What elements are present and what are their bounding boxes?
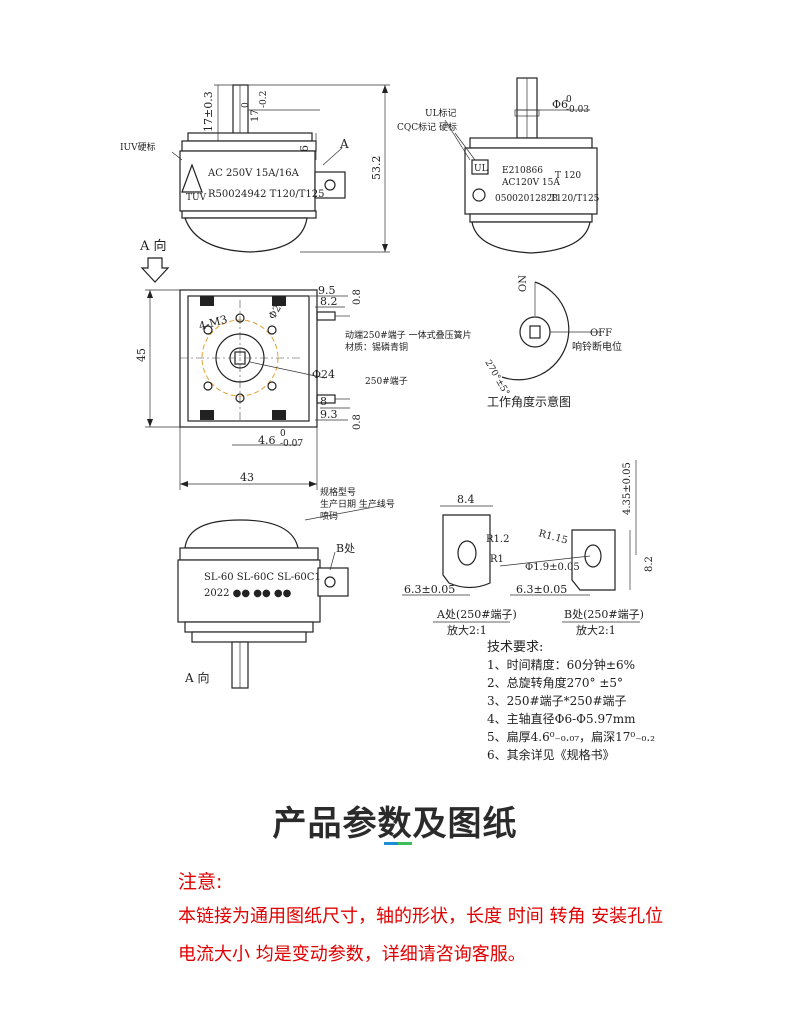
section-title: 产品参数及图纸 [272, 804, 518, 844]
dim-8-2: 8.2 [320, 295, 338, 308]
dim-4-6-sub: -0.07 [280, 439, 303, 449]
dim-53-2: 53.2 [370, 156, 383, 181]
dim-9-3: 9.3 [320, 408, 338, 421]
a-view-label: A 向 [139, 238, 167, 254]
ac120-text: AC120V 15A [501, 178, 560, 188]
temp-text: T120/T125 [550, 194, 600, 204]
dim-phi6-sub: -0.03 [566, 105, 589, 115]
title-accent-bar [384, 842, 412, 845]
label-a: A [339, 137, 349, 151]
cqc-label: CQC标记 硬标 [397, 121, 457, 133]
tech-item: 6、其余详见《规格书》 [487, 747, 615, 762]
dim-17-sup: 0 [241, 102, 251, 108]
angle-caption: 工作角度示意图 [487, 394, 571, 409]
detail-a: 8.4 R1.2 R1 6.3±0.05 A处(250#端子) 放大2:1 [402, 493, 517, 637]
dim-45: 45 [135, 348, 148, 362]
note-terminal2: 250#端子 [365, 375, 408, 387]
a-view-bottom: A 向 [184, 670, 209, 685]
detail-a-caption: A处(250#端子) [436, 608, 517, 621]
detail-a-scale: 放大2:1 [447, 623, 487, 637]
note-terminal1: 动端250#端子 一体式叠压簧片 [345, 329, 472, 341]
technical-drawing: TÜV AC 250V 15A/16A R50024942 T120/T125 … [120, 77, 655, 762]
dim-8-2b: 8.2 [644, 556, 655, 572]
iuv-label: IUV硬标 [120, 141, 156, 153]
year-text: 2022 ●● ●● ●● [204, 588, 292, 599]
angle-diagram: ON OFF 响铃断电位 270°±5° 工作角度示意图 [482, 275, 622, 409]
ul-label: UL标记 [425, 107, 457, 119]
bottom-view: SL-60 SL-60C SL-60C1 2022 ●● ●● ●● 规格型号 … [177, 486, 395, 689]
rating-text: AC 250V 15A/16A [207, 168, 300, 179]
detail-b: R1.15 Φ1.9±0.05 4.35±0.05 8.2 6.3±0.05 B… [499, 460, 655, 637]
detail-b-caption: B处(250#端子) [564, 608, 644, 621]
dim-phi6-sup: 0 [566, 95, 572, 105]
models-text: SL-60 SL-60C SL-60C1 [204, 572, 321, 583]
e-code: E210866 [502, 166, 543, 176]
spec1: 规格型号 [320, 486, 356, 498]
angle-on: ON [518, 275, 529, 292]
accent-left [384, 842, 398, 845]
angle-off: OFF [590, 328, 612, 339]
note-body: 本链接为通用图纸尺寸，轴的形状，长度 时间 转角 安装孔位 电流大小 均是变动参… [178, 906, 664, 965]
note-heading: 注意: [178, 871, 223, 893]
dim-9-5: 9.5 [318, 284, 336, 297]
front-view: TÜV AC 250V 15A/16A R50024942 T120/T125 … [120, 84, 390, 253]
detail-b-scale: 放大2:1 [576, 623, 616, 637]
tech-item: 2、总旋转角度270° ±5° [487, 675, 623, 690]
b-label: B处 [336, 542, 355, 555]
r1-15: R1.15 [537, 528, 569, 546]
spec3: 喷码 [320, 511, 338, 522]
dim-0-8b: 0.8 [352, 414, 363, 430]
side-view: UL E210866 T 120 AC120V 15A 05002012828 … [397, 77, 600, 254]
spec2: 生产日期 生产线号 [320, 498, 395, 510]
tech-title: 技术要求: [487, 640, 543, 655]
dim-0-8a: 0.8 [352, 289, 363, 305]
dim-4-6-sup: 0 [280, 429, 286, 439]
tech-item: 1、时间精度：60分钟±6% [487, 657, 635, 672]
tech-requirements: 技术要求: 1、时间精度：60分钟±6% 2、总旋转角度270° ±5° 3、2… [487, 640, 655, 762]
detail-b-dim: 6.3±0.05 [516, 583, 567, 596]
dim-6: 6 [298, 145, 311, 152]
dim-17-3: 17±0.3 [202, 91, 215, 132]
dim-8: 8 [320, 395, 327, 408]
t120-text: T 120 [555, 171, 581, 181]
dim-phi6: Φ6 [552, 98, 568, 111]
r1: R1 [490, 554, 504, 565]
angle-off-note: 响铃断电位 [572, 340, 622, 353]
tuv-logo: TÜV [186, 191, 207, 203]
tech-item: 3、250#端子*250#端子 [487, 694, 627, 708]
model-text: R50024942 T120/T125 [208, 189, 325, 200]
dim-43: 43 [240, 471, 254, 484]
dim-4-35: 4.35±0.05 [622, 462, 633, 515]
dim-phi24: Φ24 [312, 368, 335, 381]
note-material: 材质：锡磷青铜 [345, 341, 408, 353]
tech-item: 4、主轴直径Φ6-Φ5.97mm [487, 711, 636, 726]
a-view: A 向 4-M3 Φ2.2 Φ24 9.5 8.2 [135, 238, 472, 490]
accent-right [398, 842, 412, 845]
dim-4-6: 4.6 [258, 434, 276, 447]
phi1-9: Φ1.9±0.05 [525, 562, 580, 573]
dim-8-4: 8.4 [457, 493, 475, 506]
svg-text:UL: UL [474, 164, 488, 174]
detail-a-dim: 6.3±0.05 [404, 583, 455, 596]
r1-2: R1.2 [486, 534, 509, 545]
dim-17-tol: 17 [250, 109, 261, 122]
tech-item: 5、扁厚4.6⁰₋₀.₀₇，扁深17⁰₋₀.₂ [487, 730, 655, 744]
dim-17-sub: -0.2 [259, 91, 269, 108]
note-block: 注意: 本链接为通用图纸尺寸，轴的形状，长度 时间 转角 安装孔位 电流大小 均… [178, 868, 678, 974]
code-text: 05002012828 [495, 194, 558, 204]
